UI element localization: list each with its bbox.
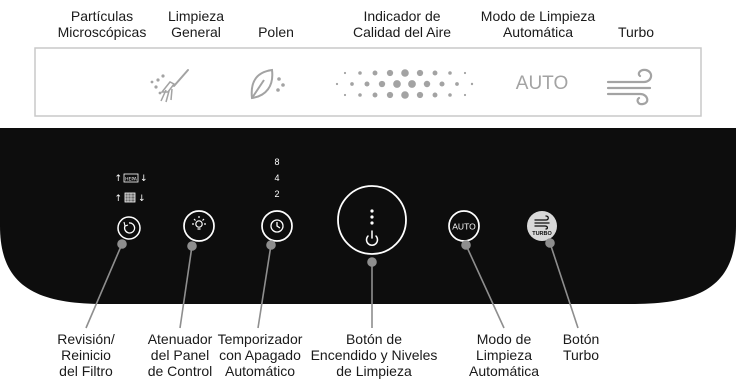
air-quality-dot — [343, 71, 347, 75]
air-quality-dot — [393, 80, 401, 88]
power-button[interactable] — [337, 185, 407, 255]
svg-text:↓: ↓ — [138, 194, 146, 204]
air-quality-dot — [432, 92, 438, 98]
prefilter-indicator: ↑ ↓ — [114, 192, 146, 204]
air-quality-dot — [401, 91, 409, 99]
air-quality-dot — [455, 82, 459, 86]
turbo-wind-icon — [606, 68, 653, 106]
auto-mode-indicator: AUTO — [516, 73, 568, 94]
svg-text:↑: ↑ — [114, 194, 122, 204]
filter-reset-button[interactable] — [117, 216, 141, 240]
timer-button[interactable] — [261, 210, 293, 242]
air-quality-dot — [358, 71, 362, 75]
air-quality-dot — [378, 80, 386, 88]
particles-brush-icon — [150, 69, 189, 103]
clock-icon — [270, 219, 284, 233]
svg-text:HEPA: HEPA — [125, 177, 138, 183]
speed-level-dots-icon — [370, 209, 374, 225]
air-quality-dot — [470, 82, 474, 86]
leader-lines — [85, 238, 579, 329]
air-quality-dot — [439, 81, 445, 87]
air-quality-dot — [432, 70, 438, 76]
air-quality-dot — [448, 93, 452, 97]
air-quality-dot — [423, 80, 431, 88]
air-quality-dot — [416, 91, 424, 99]
dimmer-button[interactable] — [183, 210, 215, 242]
svg-text:↑: ↑ — [114, 174, 122, 184]
bulb-icon — [192, 216, 206, 230]
svg-text:AUTO: AUTO — [452, 222, 476, 232]
svg-text:TURBO: TURBO — [532, 231, 552, 237]
air-quality-dot — [401, 69, 409, 77]
air-quality-dot — [372, 92, 378, 98]
turbo-button-wind-icon — [534, 215, 550, 230]
label-turbo: Turbo — [617, 24, 655, 40]
air-quality-dot — [416, 69, 424, 77]
label-polen: Polen — [258, 24, 294, 40]
air-quality-dot — [350, 82, 354, 86]
timer-4: 4 — [274, 173, 279, 183]
air-quality-dot — [358, 93, 362, 97]
svg-text:↓: ↓ — [140, 174, 148, 184]
air-quality-dot — [372, 70, 378, 76]
timer-2: 2 — [274, 189, 279, 199]
timer-8: 8 — [274, 157, 279, 167]
control-panel — [0, 128, 736, 304]
air-quality-dot — [448, 71, 452, 75]
power-icon — [365, 230, 379, 247]
air-quality-dots-icon — [335, 69, 474, 99]
air-quality-dot — [386, 91, 394, 99]
turbo-button[interactable]: TURBO — [527, 211, 557, 241]
air-quality-dot — [364, 81, 370, 87]
air-quality-dot — [335, 82, 339, 86]
air-quality-dot — [463, 93, 467, 97]
air-quality-dot — [343, 93, 347, 97]
pollen-leaf-icon — [250, 68, 285, 100]
air-quality-dot — [386, 69, 394, 77]
hepa-filter-indicator: ↑ HEPA ↓ — [114, 173, 148, 184]
air-quality-dot — [463, 71, 467, 75]
air-quality-dot — [408, 80, 416, 88]
